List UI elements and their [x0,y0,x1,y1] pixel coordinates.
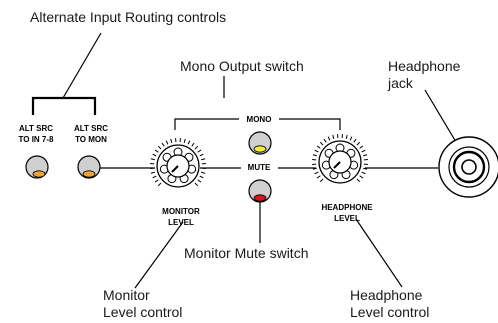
knob-tick [312,154,317,157]
knob-tick [165,140,169,145]
knob-tick [356,178,361,183]
knob-tick [349,136,353,141]
knob-tick [197,179,202,183]
knob-tick [154,179,159,183]
knob-tick [314,171,319,175]
knob-tick [201,171,206,174]
monitor-mute-switch-callout: Monitor Mute switch [184,245,308,261]
orange-led-indicator [32,170,46,178]
knob-pointer [333,161,341,169]
monitor-level-label-line1: MONITOR [162,207,200,216]
knob-tick [161,142,165,147]
mono-output-switch-callout: Mono Output switch [180,58,304,74]
headphone-level-knob[interactable] [312,134,368,184]
alt-src-mon-switch[interactable] [77,155,101,179]
knob-tick [345,134,348,139]
yellow-led-indicator [253,145,267,153]
knob-tick [319,178,324,183]
knob-tick [316,145,321,149]
knob-tick [312,167,317,170]
mute-label: MUTE [248,163,271,172]
knob-tick [314,149,319,153]
knob-tick [332,134,335,139]
knob-grip [321,143,359,180]
knob-tick [201,158,206,161]
headphone-level-callout-line1: Headphone [350,287,423,303]
knob-tick [194,182,199,187]
headphone-level-label-line2: LEVEL [334,214,360,223]
headphone-jack-callout-line1: Headphone [388,58,461,74]
mono-label: MONO [247,115,272,124]
knob-tick [359,145,364,149]
headphone-jack-callout-line2: jack [387,75,414,91]
knob-tick [363,167,368,170]
monitor-level-label-line2: LEVEL [168,218,194,227]
knob-tick [199,175,204,179]
monitor-mute-switch[interactable] [248,179,272,203]
knob-tick [197,149,202,153]
knob-tick [316,175,321,179]
knob-tick [152,175,157,179]
headphone-level-label-line1: HEADPHONE [321,203,373,212]
monitor-level-callout-line1: Monitor [103,287,150,303]
alt-src-bracket [31,96,97,115]
knob-tick [199,153,204,157]
knob-scale-ticks [312,134,368,183]
headphone-level-callout-line2: Level control [350,304,429,320]
callout-lines [62,32,457,289]
knob-tick [191,142,195,147]
alt-src-mon-label-line1: ALT SRC [74,124,108,133]
knob-tick [356,141,361,146]
knob-pointer [171,165,179,173]
knob-scale-ticks [150,138,206,187]
knob-tick [183,138,186,143]
alt-src-in78-switch[interactable] [25,155,49,179]
knob-tick [150,171,155,174]
red-led-indicator [253,194,267,202]
alt-src-mon-label-line2: TO MON [75,135,107,144]
monitor-level-knob[interactable] [150,138,206,188]
knob-tick [157,182,162,187]
jack-socket[interactable] [461,159,477,175]
knob-tick [157,145,162,150]
knob-tick [327,136,331,141]
knob-tick [353,138,357,143]
knob-tick [194,145,199,150]
knob-tick [361,171,366,175]
headphone-jack[interactable] [438,136,498,198]
monitor-level-callout-line2: Level control [103,304,182,320]
alt-src-in78-label-line1: ALT SRC [19,124,53,133]
knob-tick [323,138,327,143]
knob-tick [150,158,155,161]
knob-tick [359,175,364,179]
knob-tick [152,153,157,157]
connection-lines [100,118,438,169]
knob-tick [361,149,366,153]
knob-tick [187,140,191,145]
alt-src-in78-label-line2: TO IN 7-8 [19,135,55,144]
knob-tick [170,138,173,143]
mono-output-switch[interactable] [248,131,272,155]
knob-tick [154,149,159,153]
alt-input-routing-callout: Alternate Input Routing controls [30,9,226,25]
knob-tick [319,141,324,146]
knob-tick [363,154,368,157]
orange-led-indicator [82,170,96,178]
